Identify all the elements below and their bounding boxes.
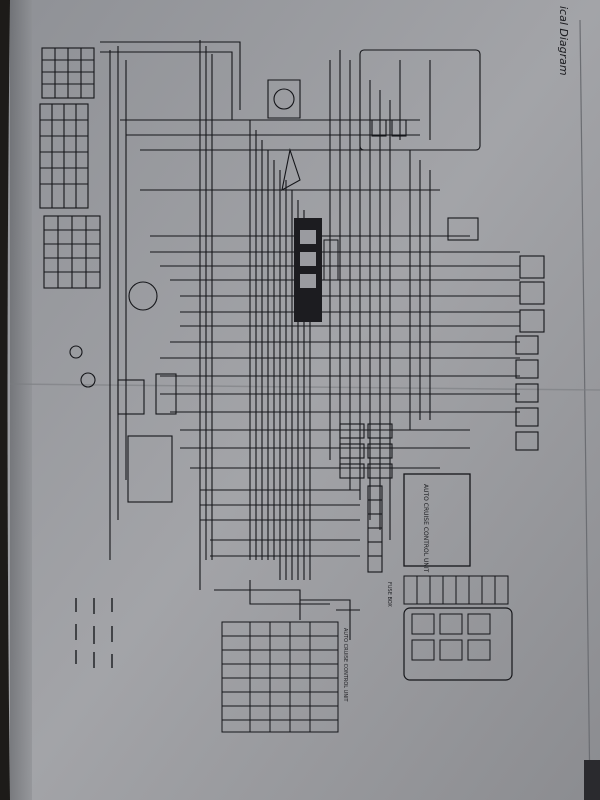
cruise-control-unit-label: AUTO CRUISE CONTROL UNIT: [422, 484, 429, 573]
cruise-control-table: AUTO CRUISE CONTROL UNIT: [221, 621, 348, 733]
diagram-heading: ical Diagram: [557, 6, 570, 76]
fuse-box: FUSE BOX: [386, 575, 513, 681]
solenoid-block: [294, 218, 339, 322]
cruise-table-title: AUTO CRUISE CONTROL UNIT: [342, 628, 348, 703]
cruise-control-unit: AUTO CRUISE CONTROL UNIT: [403, 473, 471, 573]
page-corner-tab: [584, 760, 600, 800]
color-legend: [75, 598, 113, 668]
fuse-box-label: FUSE BOX: [386, 582, 392, 607]
